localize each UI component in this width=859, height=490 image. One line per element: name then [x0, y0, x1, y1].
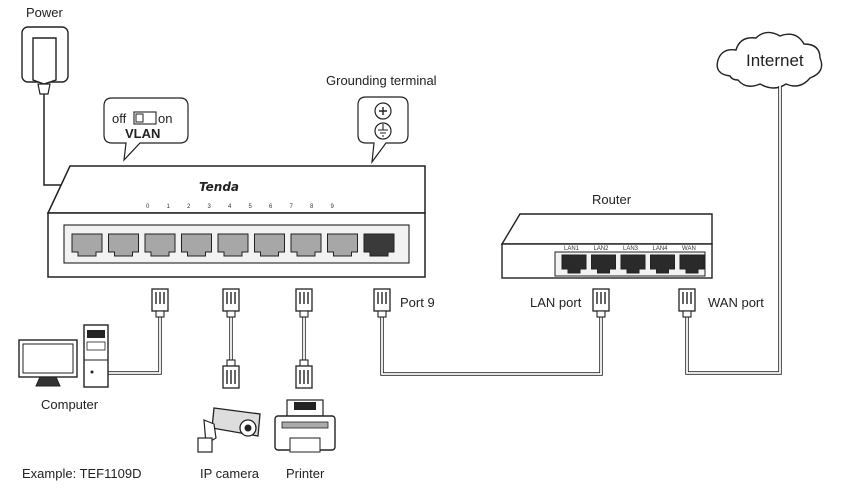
- internet-cloud-icon: [716, 31, 823, 89]
- plug-port9: [373, 288, 391, 318]
- plug-computer-top: [151, 288, 169, 318]
- grounding-label: Grounding terminal: [326, 73, 437, 88]
- example-label: Example: TEF1109D: [22, 466, 141, 481]
- led-number-7: 7: [290, 204, 294, 210]
- router-device: LAN1 LAN2 LAN3 LAN4 WAN: [500, 213, 713, 279]
- switch-port-5: [217, 233, 249, 257]
- router-label: Router: [592, 192, 632, 207]
- router-port-label: LAN1: [564, 246, 580, 252]
- computer-label: Computer: [41, 397, 99, 412]
- led-number-3: 3: [208, 204, 212, 210]
- switch-port-7: [290, 233, 322, 257]
- switch-port-1: [71, 233, 103, 257]
- led-number-6: 6: [269, 204, 273, 210]
- ground-symbol-icon: [374, 122, 392, 140]
- screw-icon: [374, 102, 392, 120]
- led-number-0: 0: [146, 204, 150, 210]
- internet-label: Internet: [746, 51, 804, 70]
- router-port-label: LAN4: [653, 246, 669, 252]
- ip-camera-icon: [197, 407, 261, 453]
- plug-lan: [592, 288, 610, 318]
- plug-printer-bottom: [295, 359, 313, 389]
- brand-logo: Tenda: [199, 180, 239, 194]
- led-number-4: 4: [228, 204, 232, 210]
- router-port-lan1: LAN1: [561, 246, 587, 274]
- computer-icon: [18, 324, 109, 388]
- lan-port-label: LAN port: [530, 295, 582, 310]
- router-ports: LAN1 LAN2 LAN3 LAN4 WAN: [561, 246, 705, 274]
- power-label: Power: [26, 5, 64, 20]
- switch-port-9: [363, 233, 395, 257]
- power-cable: [43, 94, 70, 186]
- router-port-lan2: LAN2: [591, 246, 616, 274]
- port9-label: Port 9: [400, 295, 435, 310]
- vlan-title: VLAN: [125, 126, 160, 141]
- switch-port-2: [108, 233, 139, 257]
- led-number-8: 8: [310, 204, 314, 210]
- router-port-lan3: LAN3: [620, 246, 646, 274]
- cables: [108, 86, 782, 376]
- ip-camera-label: IP camera: [200, 466, 260, 481]
- plug-printer-top: [295, 288, 313, 318]
- router-port-label: WAN: [682, 246, 696, 252]
- wan-port-label: WAN port: [708, 295, 764, 310]
- vlan-off-label: off: [112, 111, 127, 126]
- switch-port-8: [327, 233, 358, 257]
- plug-camera-bottom: [222, 359, 240, 389]
- grounding-callout: [357, 96, 409, 165]
- rj45-plugs: [151, 288, 696, 389]
- led-indicators: 0 1 2 3 4 5 6 7 8 9: [146, 204, 335, 210]
- switch-port-3: [144, 233, 176, 257]
- led-number-1: 1: [167, 204, 171, 210]
- switch-ports: [71, 233, 395, 257]
- led-number-9: 9: [331, 204, 335, 210]
- router-port-label: LAN3: [623, 246, 639, 252]
- printer-icon: [274, 399, 336, 453]
- switch-device: Tenda 0 1 2 3 4 5 6 7 8 9: [46, 165, 426, 278]
- plug-camera-top: [222, 288, 240, 318]
- router-port-wan: WAN: [679, 246, 705, 274]
- vlan-switch-callout: off on VLAN: [103, 97, 189, 162]
- led-number-2: 2: [187, 204, 191, 210]
- led-number-5: 5: [249, 204, 253, 210]
- printer-label: Printer: [286, 466, 325, 481]
- switch-port-6: [254, 233, 285, 257]
- router-port-lan4: LAN4: [650, 246, 675, 274]
- switch-port-4: [181, 233, 212, 257]
- vlan-on-label: on: [158, 111, 172, 126]
- power-adapter-icon: [21, 26, 69, 95]
- plug-wan: [678, 288, 696, 318]
- router-port-label: LAN2: [594, 246, 610, 252]
